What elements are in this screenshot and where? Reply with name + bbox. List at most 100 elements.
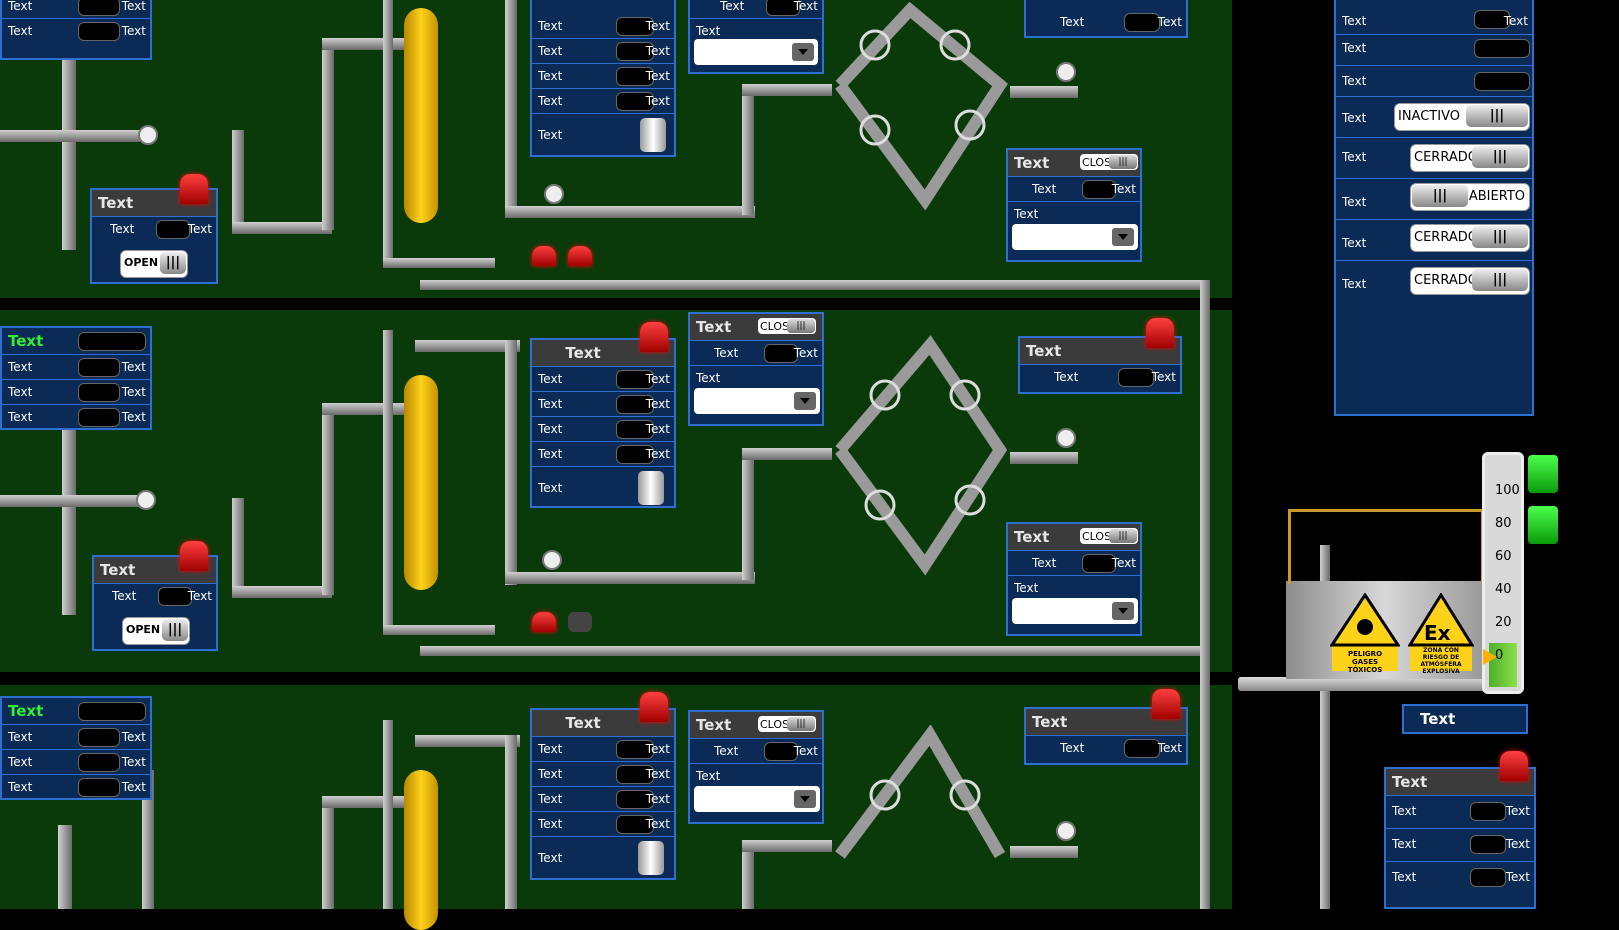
row-label: Text [1342,41,1367,55]
mode-select[interactable] [1012,598,1138,624]
separator-vessel [404,8,438,223]
cerrado-toggle[interactable]: CERRADO ||| [1410,144,1530,172]
close-toggle[interactable]: CLOSE ||| [758,318,816,334]
open-toggle[interactable]: OPEN ||| [120,250,188,278]
toggle-knob: ||| [1472,146,1528,168]
row-unit: Text [121,780,146,794]
explosive-atmosphere-sign-icon [1408,593,1474,671]
status-display [78,702,146,721]
toggle-knob: ||| [162,619,188,641]
row-unit: Text [1157,741,1182,755]
flow-pipe [505,206,755,218]
value-display [1474,10,1510,29]
skid-base [1238,677,1488,691]
header-pipe [420,280,1210,290]
chevron-down-icon [794,790,816,808]
close-toggle[interactable]: CLOSE ||| [1080,528,1138,544]
toggle-label: OPEN [126,623,161,636]
toxic-gas-sign-text: PELIGRO GASES TÓXICOS [1347,650,1383,674]
mode-select[interactable] [694,786,820,812]
row-unit: Text [1505,837,1530,851]
open-toggle[interactable]: OPEN ||| [122,617,190,645]
value-display [156,220,190,239]
status-light-green-icon [1528,455,1558,493]
row-label: Text [696,371,721,385]
flow-pipe [322,38,412,50]
row-label: Text [8,730,33,744]
pressure-gauge-icon [138,125,158,145]
mode-select[interactable] [1012,224,1138,250]
row-unit: Text [645,94,670,108]
flow-pipe [322,798,334,909]
close-toggle[interactable]: CLOSE ||| [1080,154,1138,170]
abierto-toggle[interactable]: ||| ABIERTO [1410,183,1530,211]
flow-pipe [322,796,412,808]
inactivo-toggle[interactable]: INACTIVO ||| [1394,103,1530,131]
row-label: Text [538,481,563,495]
row-unit: Text [121,24,146,38]
choke-manifold-icon [835,725,1006,859]
choke-manifold-icon [835,335,1008,576]
tank-label: Text [1420,710,1456,728]
row-label: Text [1014,581,1039,595]
row-label: Text [714,346,739,360]
row-label: Text [1342,150,1367,164]
row-unit: Text [187,222,212,236]
value-display [1470,868,1506,887]
flow-pipe [415,340,520,352]
value-display [616,395,654,414]
row-unit: Text [1111,556,1136,570]
status-display [78,332,146,351]
row-label: Text [538,128,563,142]
row-label: Text [1392,837,1417,851]
row-label: Text [8,0,33,13]
value-display [616,370,654,389]
solenoid-valve-icon [532,612,556,632]
row-unit: Text [793,744,818,758]
row-label: Text [8,360,33,374]
row-label: Text [1342,111,1367,125]
row-label: Text [1392,870,1417,884]
mode-select[interactable] [694,39,818,65]
row-label: Text [1060,741,1085,755]
row-label: Text [696,24,721,38]
row-label: Text [538,422,563,436]
cerrado-toggle[interactable]: CERRADO ||| [1410,267,1530,295]
row-label: Text [8,385,33,399]
row-unit: Text [121,0,146,13]
cerrado-toggle[interactable]: CERRADO ||| [1410,224,1530,252]
manifold-outlet [1010,846,1078,858]
flow-pipe [505,0,517,218]
row-unit: Text [121,730,146,744]
flow-pipe [505,735,517,909]
solenoid-valve-icon [568,612,592,632]
flow-pipe [232,222,332,234]
close-toggle[interactable]: CLOSE ||| [758,716,816,732]
row-unit: Text [121,385,146,399]
row-label: Text [1342,236,1367,250]
mode-select[interactable] [694,388,820,414]
cylinder-icon [638,471,664,505]
flow-pipe [742,84,832,96]
wellhead-pipe [58,825,72,909]
flow-pipe [505,572,755,584]
value-display [764,742,798,761]
alarm-beacon-icon [640,692,668,722]
value-display [616,67,654,86]
row-unit: Text [645,372,670,386]
value-display [78,358,120,377]
value-display [616,445,654,464]
explosive-sign-text: ZONA CON RIESGO DE ATMÓSFERA EXPLOSIVA [1420,647,1462,675]
separator-base [383,625,495,635]
value-display [616,420,654,439]
alarm-beacon-icon [1146,318,1174,348]
row-label: Text [1054,370,1079,384]
row-unit: Text [793,0,818,13]
row-label: Text [538,792,563,806]
